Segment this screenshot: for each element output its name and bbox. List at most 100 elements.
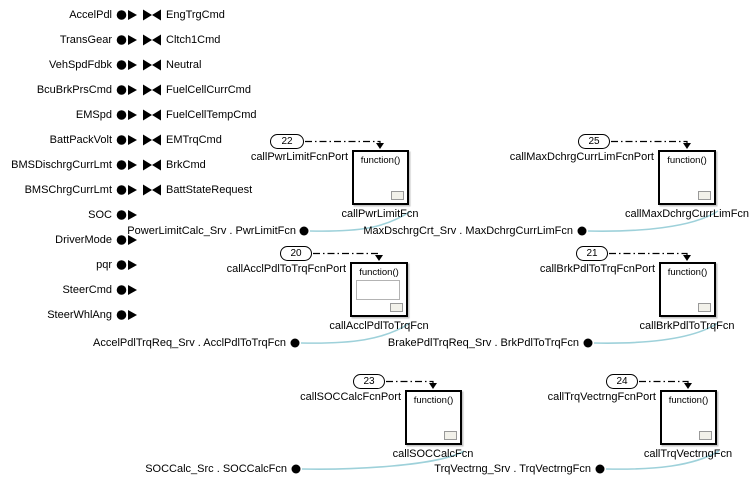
function-output-port[interactable] <box>444 431 457 440</box>
function-call-wire[interactable] <box>609 252 688 257</box>
call-number-badge[interactable]: 24 <box>606 374 638 389</box>
output-signal-label: Neutral <box>166 59 202 71</box>
input-signal-label: EMSpd <box>75 109 112 121</box>
input-port-arrow-icon[interactable] <box>128 260 137 270</box>
function-block-name: callPwrLimitFcn <box>341 208 419 220</box>
function-output-port[interactable] <box>698 303 711 312</box>
signal-junction-icon[interactable] <box>152 184 161 196</box>
input-port-arrow-icon[interactable] <box>128 235 137 245</box>
function-block-title: function() <box>667 155 707 166</box>
inline-edit-box[interactable] <box>356 280 400 300</box>
input-port-icon[interactable] <box>116 210 127 220</box>
service-label: AccelPdlTrqReq_Srv . AcclPdlToTrqFcn <box>93 337 286 349</box>
signal-junction-icon[interactable] <box>143 184 152 196</box>
input-port-icon[interactable] <box>116 285 127 295</box>
function-block[interactable]: function() <box>659 262 716 317</box>
call-number-badge[interactable]: 20 <box>280 246 312 261</box>
input-port-arrow-icon[interactable] <box>128 35 137 45</box>
signal-junction-icon[interactable] <box>152 134 161 146</box>
function-block[interactable]: function() <box>658 150 716 205</box>
input-port-icon[interactable] <box>116 160 127 170</box>
function-output-port[interactable] <box>390 303 403 312</box>
input-port-arrow-icon[interactable] <box>128 210 137 220</box>
function-port-label: callTrqVectrngFcnPort <box>547 391 656 403</box>
input-port-arrow-icon[interactable] <box>128 285 137 295</box>
call-number-badge[interactable]: 25 <box>578 134 610 149</box>
service-port-dot[interactable] <box>595 464 605 474</box>
function-call-wire[interactable] <box>611 140 688 145</box>
input-signal-label: SOC <box>88 209 112 221</box>
function-block[interactable]: function() <box>352 150 409 205</box>
input-port-icon[interactable] <box>116 235 127 245</box>
service-port-dot[interactable] <box>577 226 587 236</box>
input-port-arrow-icon[interactable] <box>128 10 137 20</box>
service-wire[interactable] <box>593 322 719 344</box>
function-call-wire[interactable] <box>313 252 380 257</box>
input-port-arrow-icon[interactable] <box>128 310 137 320</box>
function-call-wire[interactable] <box>386 380 434 385</box>
call-number-badge[interactable]: 23 <box>353 374 385 389</box>
signal-junction-icon[interactable] <box>143 34 152 46</box>
input-port-icon[interactable] <box>116 60 127 70</box>
input-signal-label: AccelPdl <box>69 9 112 21</box>
function-block[interactable]: function() <box>405 390 462 445</box>
input-port-arrow-icon[interactable] <box>128 110 137 120</box>
service-port-dot[interactable] <box>583 338 593 348</box>
input-port-arrow-icon[interactable] <box>128 85 137 95</box>
function-call-wire[interactable] <box>305 140 381 145</box>
function-block[interactable]: function() <box>660 390 717 445</box>
service-wire[interactable] <box>300 322 411 344</box>
service-wire[interactable] <box>309 210 412 232</box>
input-port-arrow-icon[interactable] <box>128 135 137 145</box>
input-port-arrow-icon[interactable] <box>128 160 137 170</box>
service-wire[interactable] <box>605 450 720 470</box>
output-signal-label: EMTrqCmd <box>166 134 222 146</box>
input-port-icon[interactable] <box>116 110 127 120</box>
signal-junction-icon[interactable] <box>143 159 152 171</box>
function-call-wire[interactable] <box>639 380 689 385</box>
input-port-icon[interactable] <box>116 85 127 95</box>
service-label: BrakePdlTrqReq_Srv . BrkPdlToTrqFcn <box>387 337 579 349</box>
function-output-port[interactable] <box>391 191 404 200</box>
service-wire[interactable] <box>301 450 465 470</box>
input-port-icon[interactable] <box>116 185 127 195</box>
service-label: TrqVectrng_Srv . TrqVectrngFcn <box>434 463 591 475</box>
service-port-dot[interactable] <box>291 464 301 474</box>
signal-junction-icon[interactable] <box>152 9 161 21</box>
service-port-dot[interactable] <box>299 226 309 236</box>
service-label: SOCCalc_Src . SOCCalcFcn <box>145 463 287 475</box>
service-port-dot[interactable] <box>290 338 300 348</box>
input-port-icon[interactable] <box>116 135 127 145</box>
function-port-label: callAcclPdlToTrqFcnPort <box>226 263 346 275</box>
function-output-port[interactable] <box>698 191 711 200</box>
input-port-arrow-icon[interactable] <box>128 60 137 70</box>
signal-junction-icon[interactable] <box>143 109 152 121</box>
call-arrowhead <box>376 143 384 149</box>
service-wire[interactable] <box>587 210 719 232</box>
function-port-label: callPwrLimitFcnPort <box>250 151 348 163</box>
signal-junction-icon[interactable] <box>152 159 161 171</box>
input-signal-label: BMSChrgCurrLmt <box>24 184 112 196</box>
function-port-label: callBrkPdlToTrqFcnPort <box>539 263 655 275</box>
signal-junction-icon[interactable] <box>152 84 161 96</box>
signal-junction-icon[interactable] <box>152 59 161 71</box>
input-port-icon[interactable] <box>116 260 127 270</box>
function-block[interactable]: function() <box>350 262 408 317</box>
input-port-arrow-icon[interactable] <box>128 185 137 195</box>
function-block-name: callBrkPdlToTrqFcn <box>639 320 735 332</box>
signal-junction-icon[interactable] <box>152 109 161 121</box>
call-number-badge[interactable]: 21 <box>576 246 608 261</box>
input-port-icon[interactable] <box>116 310 127 320</box>
function-port-label: callMaxDchrgCurrLimFcnPort <box>509 151 654 163</box>
call-number-badge[interactable]: 22 <box>270 134 304 149</box>
signal-junction-icon[interactable] <box>143 134 152 146</box>
signal-junction-icon[interactable] <box>143 9 152 21</box>
function-output-port[interactable] <box>699 431 712 440</box>
signal-junction-icon[interactable] <box>152 34 161 46</box>
signal-junction-icon[interactable] <box>143 59 152 71</box>
function-block-name: callTrqVectrngFcn <box>643 448 733 460</box>
input-port-icon[interactable] <box>116 35 127 45</box>
input-port-icon[interactable] <box>116 10 127 20</box>
signal-junction-icon[interactable] <box>143 84 152 96</box>
